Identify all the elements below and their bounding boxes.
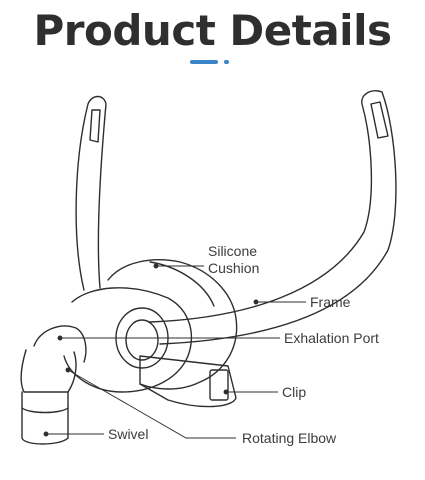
label-swivel: Swivel <box>108 426 149 442</box>
clip-shape <box>139 355 237 408</box>
swivel-shape <box>21 391 69 445</box>
left-headgear-arm <box>75 95 107 291</box>
page-title: Product Details <box>33 6 392 55</box>
title-underline <box>190 60 218 64</box>
label-clip: Clip <box>282 384 307 400</box>
silicone-cushion <box>107 259 238 390</box>
right-headgear-arm <box>149 90 397 345</box>
label-exhalation-port: Exhalation Port <box>284 330 379 346</box>
rotating-elbow-shape <box>20 349 77 393</box>
exhalation-port <box>33 325 87 363</box>
label-silicone-cushion-2: Cushion <box>208 260 260 276</box>
title-underline-dot <box>224 60 229 64</box>
label-frame: Frame <box>310 294 351 310</box>
label-rotating-elbow: Rotating Elbow <box>242 430 337 446</box>
label-silicone-cushion-1: Silicone <box>208 243 258 259</box>
mask-frame-body <box>63 287 192 393</box>
